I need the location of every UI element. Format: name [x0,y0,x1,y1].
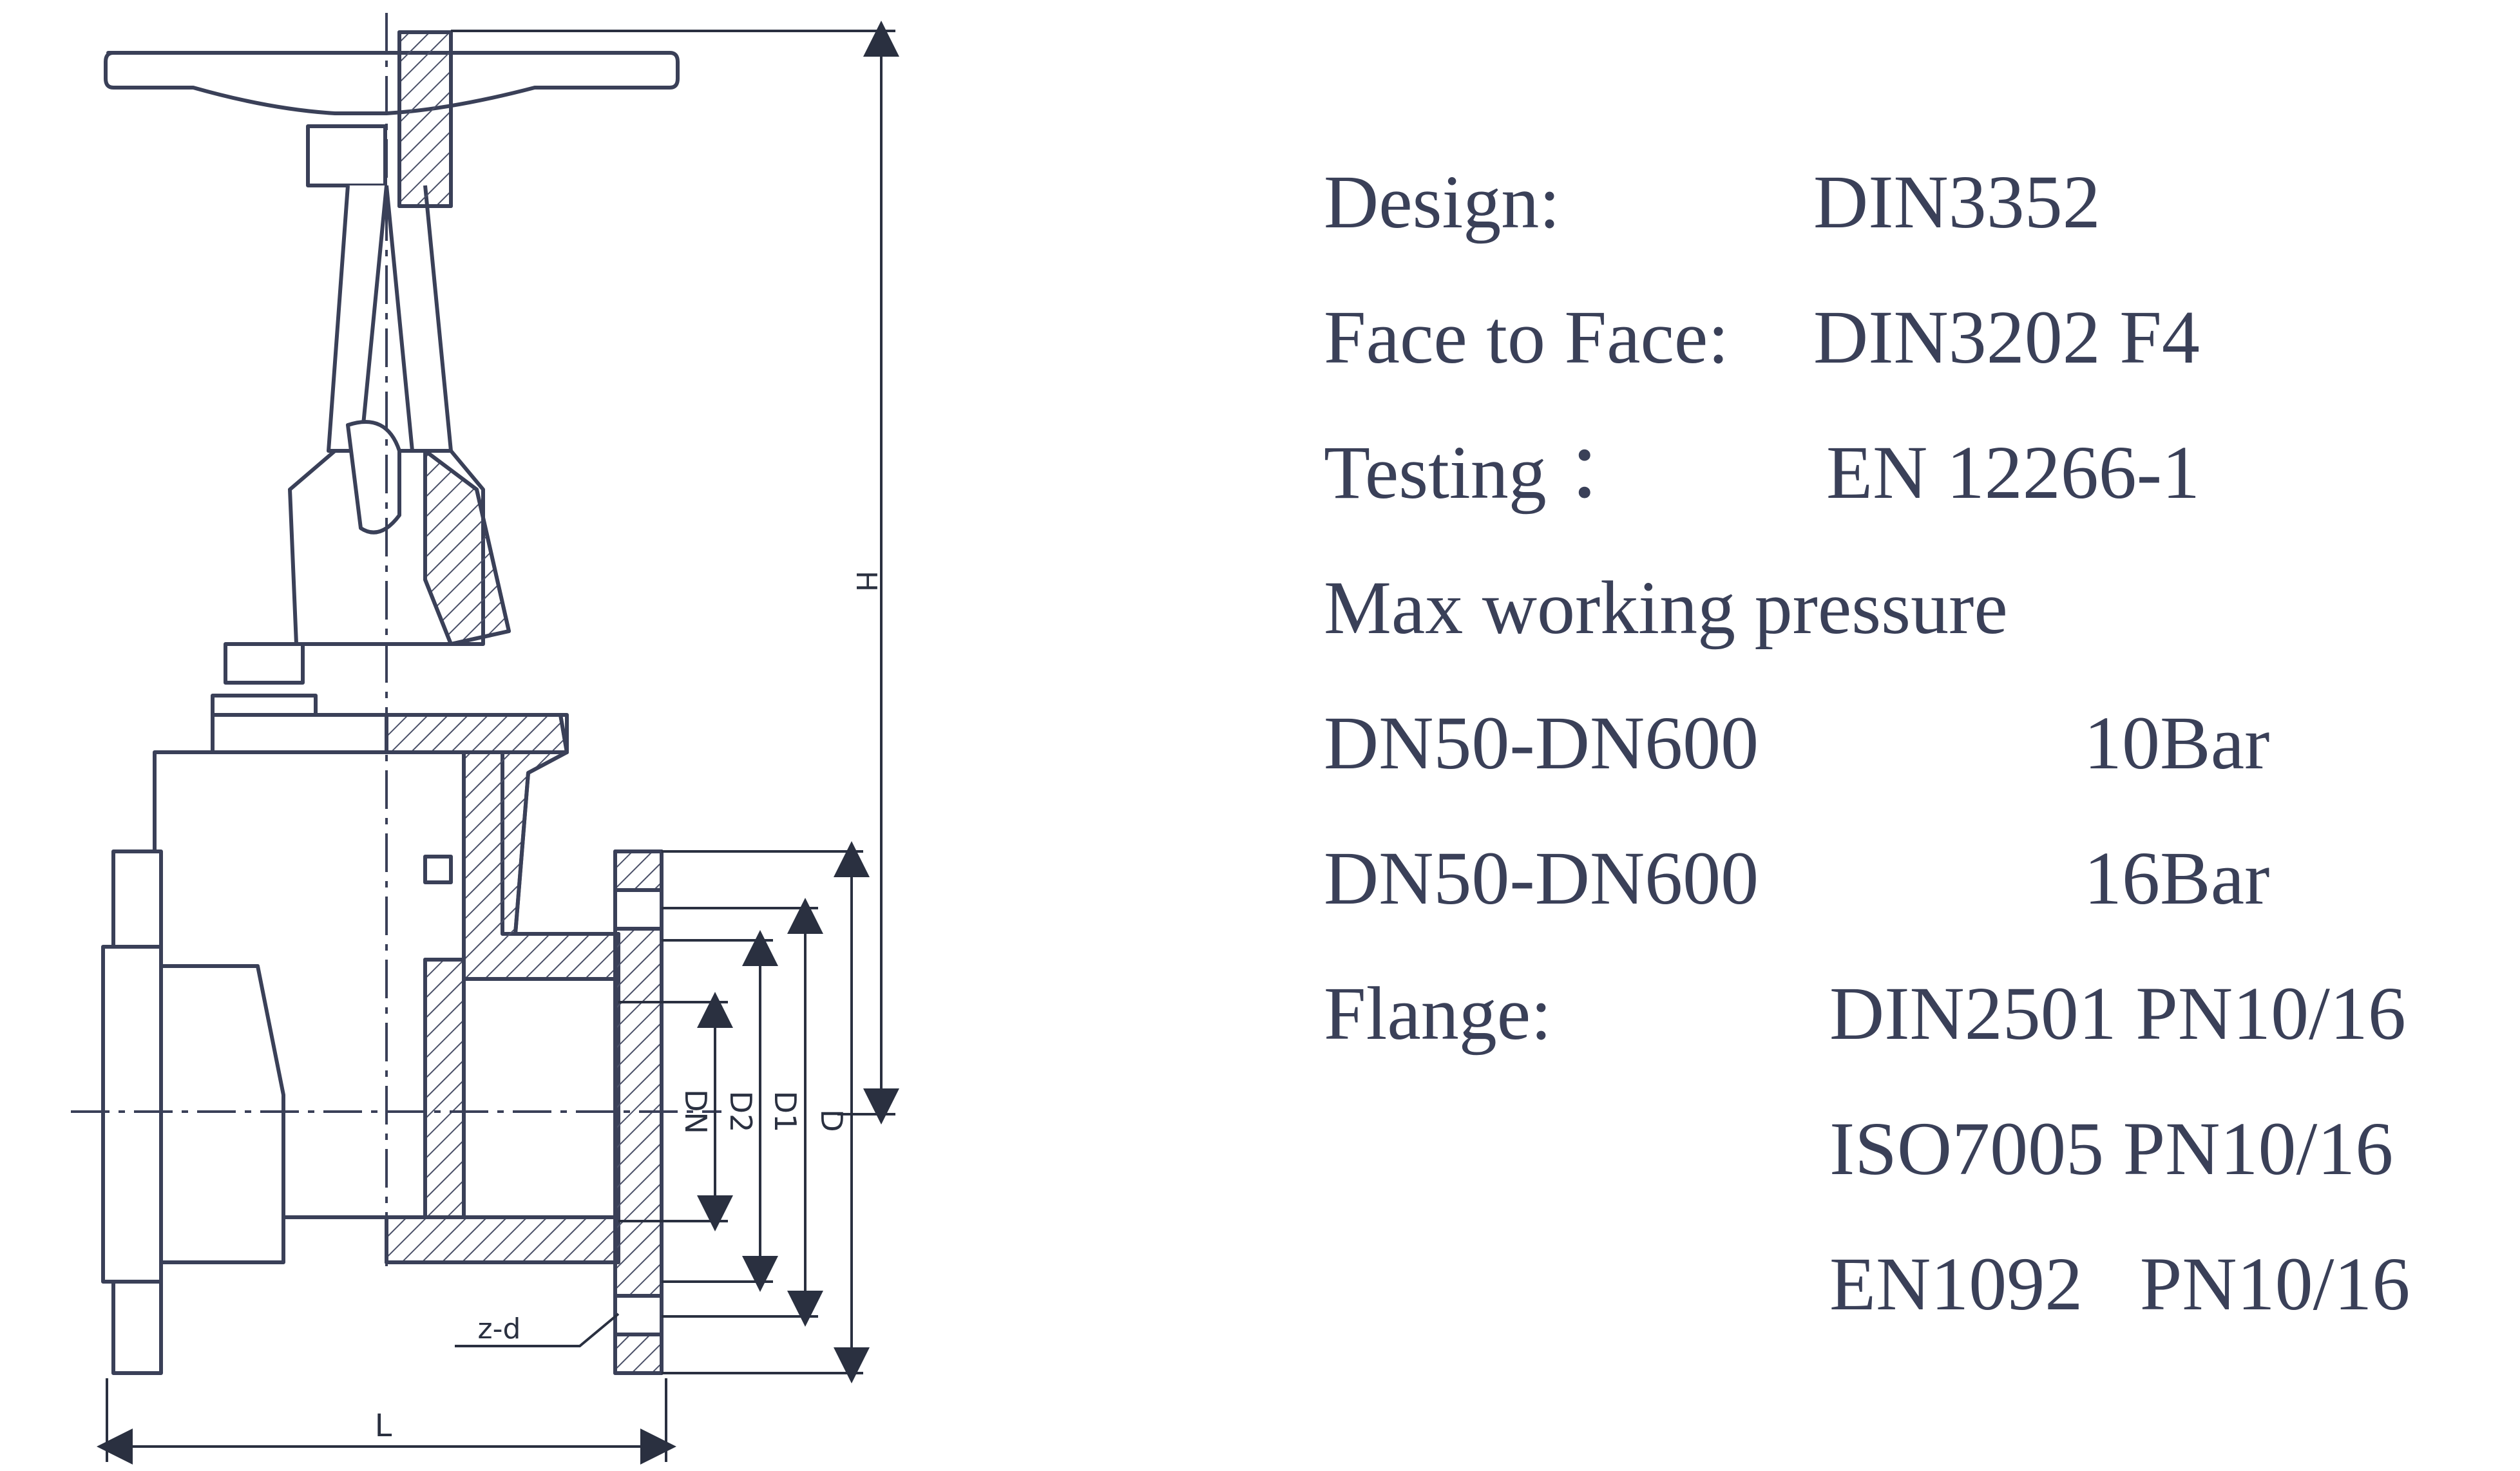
spec-pressure-heading-text: Max working pressure [1324,565,2008,650]
spec-flange-value: EN1092 PN10/16 [1829,1242,2410,1326]
spec-face-to-face-value: DIN3202 F4 [1813,295,2200,379]
label-d1: D1 [768,1091,803,1133]
spec-flange-value: DIN2501 PN10/16 [1829,971,2406,1056]
spec-design-value: DIN3352 [1813,160,2101,244]
spec-flange-value: ISO7005 PN10/16 [1829,1106,2394,1191]
gate-valve-drawing: H D D1 D2 DN L z-d [71,13,899,1465]
spec-pressure-range: DN50-DN600 [1324,836,1759,920]
label-d2: D2 [723,1091,758,1133]
spec-testing-value: EN 12266-1 [1826,430,2200,515]
bonnet-upper [306,30,453,453]
bonnet-body [288,420,511,646]
spec-design-label: Design: [1324,160,1561,244]
label-l: L [375,1408,392,1444]
spec-pressure-range: DN50-DN600 [1324,701,1759,785]
spec-pressure-value: 16Bar [2084,836,2270,920]
label-h: H [850,571,883,592]
wedge [423,855,466,1219]
label-zd: z-d [478,1313,521,1345]
bolt-leader [455,1313,620,1347]
label-d: D [814,1109,849,1132]
spec-pressure-value: 10Bar [2084,701,2270,785]
handwheel [104,51,680,115]
label-dn: DN [678,1089,713,1134]
spec-flange-label: Flange: [1324,971,1552,1056]
bonnet-flange [211,713,569,754]
spec-face-to-face-label: Face to Face: [1324,295,1730,379]
spec-testing-label: Testing ： [1324,430,1642,515]
